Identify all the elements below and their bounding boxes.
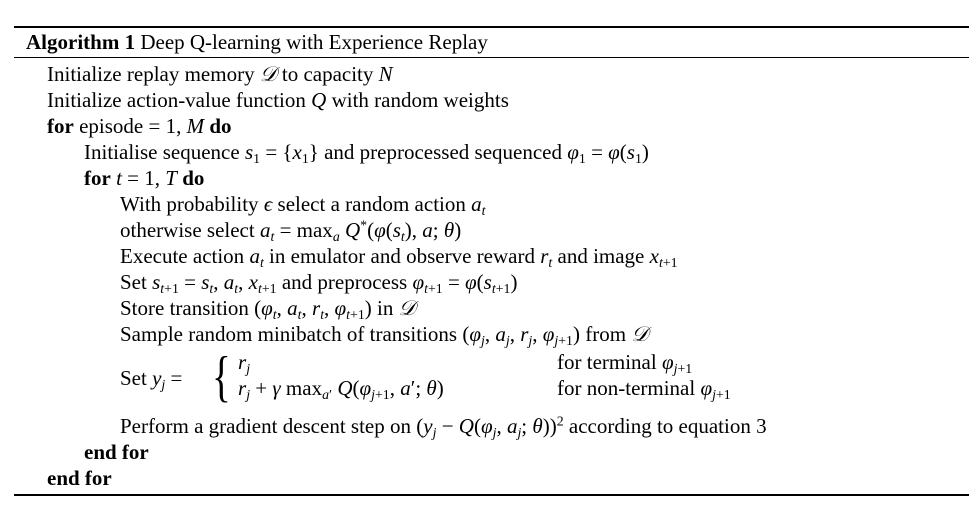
line-init-sequence: Initialise sequence s1 = {x1} and prepro… xyxy=(84,140,649,166)
line-for-t: for t = 1, T do xyxy=(84,166,205,190)
line-store: Store transition (φt, at, rt, φt+1) in 𝒟 xyxy=(120,296,416,322)
line-for-episode: for episode = 1, M do xyxy=(47,114,232,138)
algorithm-label: Algorithm 1 xyxy=(26,30,136,54)
line-init-q: Initialize action-value function Q with … xyxy=(47,88,509,112)
case-terminal-condition: for terminal φj+1 xyxy=(557,350,693,376)
algorithm-title: Algorithm 1 Deep Q-learning with Experie… xyxy=(26,30,488,54)
algorithm-name: Deep Q-learning with Experience Replay xyxy=(140,30,488,54)
line-end-for-inner: end for xyxy=(84,440,149,464)
line-with-probability: With probability ϵ select a random actio… xyxy=(120,192,486,218)
line-sample: Sample random minibatch of transitions (… xyxy=(120,322,649,348)
line-set-state: Set st+1 = st, at, xt+1 and preprocess φ… xyxy=(120,270,518,296)
line-otherwise: otherwise select at = maxa Q*(φ(st), a; … xyxy=(120,217,462,244)
title-rule xyxy=(14,57,969,58)
line-init-memory: Initialize replay memory 𝒟 to capacity N xyxy=(47,62,393,86)
bottom-rule xyxy=(14,494,969,496)
case-nonterminal-condition: for non-terminal φj+1 xyxy=(557,376,731,402)
case-terminal-value: rj xyxy=(238,350,251,376)
target-definition: Set yj = { rj rj + γ maxa′ Q(φj+1, a′; θ… xyxy=(120,346,880,408)
line-end-for-outer: end for xyxy=(47,466,112,490)
line-execute: Execute action at in emulator and observ… xyxy=(120,244,678,270)
top-rule xyxy=(14,26,969,28)
left-brace: { xyxy=(212,346,231,408)
case-nonterminal-value: rj + γ maxa′ Q(φj+1, a′; θ) xyxy=(238,376,444,402)
target-lhs: Set yj = xyxy=(120,366,183,392)
line-gradient-step: Perform a gradient descent step on (yj −… xyxy=(120,413,767,440)
